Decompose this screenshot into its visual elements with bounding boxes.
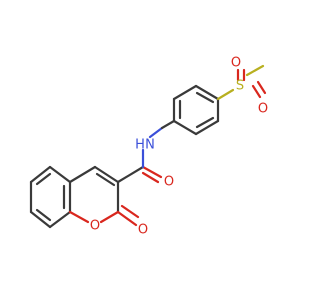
bond	[141, 171, 160, 184]
bond	[216, 88, 235, 101]
bond	[148, 126, 164, 139]
bond	[251, 84, 262, 99]
atom-s-sulfonyl: S	[236, 79, 244, 94]
bond	[120, 204, 140, 219]
chemical-structure-diagram: O S O N H O O O	[29, 56, 268, 238]
bond	[194, 84, 220, 101]
bond	[99, 210, 120, 224]
bond	[172, 84, 198, 101]
bond	[48, 165, 72, 184]
atom-o-lactone: O	[138, 223, 148, 238]
atom-o-sulfonyl-bottom: O	[258, 102, 268, 117]
bonds	[29, 64, 267, 229]
bond	[116, 210, 138, 227]
bond	[245, 64, 265, 77]
bond	[172, 119, 198, 136]
atom-o-sulfonyl-top: O	[231, 56, 241, 71]
atom-n-amide: N	[145, 138, 155, 153]
atom-h-amide: H	[135, 138, 145, 153]
bond	[35, 208, 52, 222]
bond	[194, 119, 220, 136]
atom-o-ring: O	[90, 219, 100, 234]
atom-labels: O S O N H O O O	[90, 56, 268, 238]
bond	[93, 165, 120, 184]
bond	[116, 165, 145, 184]
bond	[68, 165, 97, 184]
bond	[195, 91, 215, 104]
bond	[160, 119, 176, 130]
atom-o-amide: O	[164, 175, 174, 190]
bond	[256, 80, 267, 95]
bond	[29, 165, 52, 184]
bond	[29, 210, 52, 229]
bond	[35, 172, 52, 186]
bond	[195, 116, 215, 129]
bond	[95, 172, 116, 187]
bond	[68, 210, 90, 224]
bond	[48, 210, 72, 229]
bond	[141, 165, 163, 179]
